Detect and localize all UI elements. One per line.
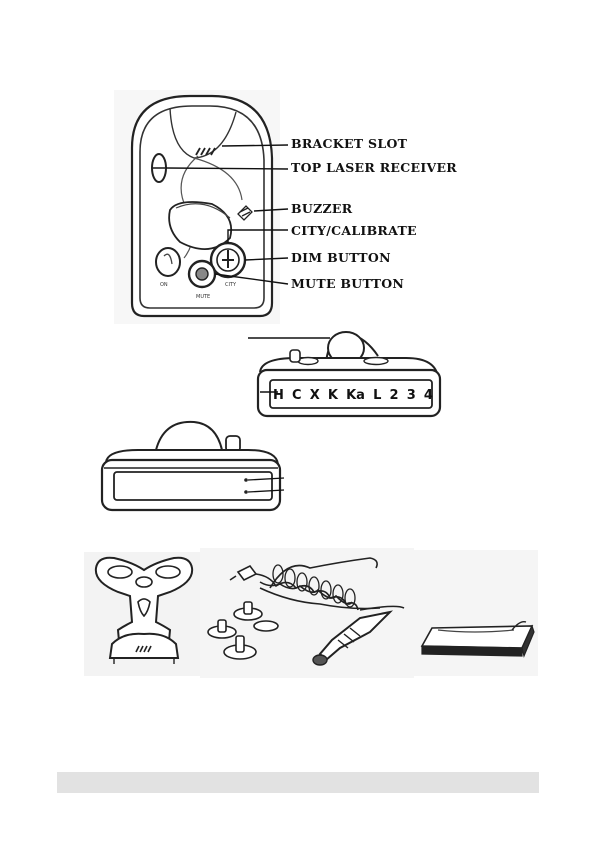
bracket-accessory-figure bbox=[84, 552, 204, 676]
label-dim-button: DIM BUTTON bbox=[291, 250, 391, 265]
band-indicator: X bbox=[309, 387, 320, 403]
power-cord-suction-cups-drawing bbox=[200, 548, 414, 678]
band-indicator: 4 bbox=[423, 387, 433, 403]
band-indicator: C bbox=[292, 387, 302, 403]
band-indicator: Ka bbox=[346, 387, 365, 403]
band-indicator: K bbox=[327, 387, 338, 403]
manual-accessory-figure bbox=[414, 550, 538, 676]
label-buzzer: BUZZER bbox=[291, 201, 353, 216]
front-view-figure: ON MUTE CITY bbox=[112, 88, 289, 326]
svg-text:CITY: CITY bbox=[225, 282, 237, 288]
band-indicator: 3 bbox=[406, 387, 416, 403]
band-indicator: 2 bbox=[389, 387, 399, 403]
label-top-laser-receiver: TOP LASER RECEIVER bbox=[291, 160, 457, 175]
profile-view-figure bbox=[98, 420, 288, 516]
band-indicator: H bbox=[273, 387, 284, 403]
windshield-bracket-drawing bbox=[84, 552, 204, 676]
band-indicator: L bbox=[373, 387, 382, 403]
cord-accessory-figure bbox=[200, 548, 414, 678]
label-bracket-slot: BRACKET SLOT bbox=[291, 136, 408, 151]
manual-booklet-drawing bbox=[414, 550, 538, 676]
profile-view-drawing bbox=[100, 420, 285, 512]
label-city-calibrate: CITY/CALIBRATE bbox=[291, 223, 417, 238]
footer-bar bbox=[57, 772, 539, 793]
rear-view-drawing bbox=[248, 331, 442, 418]
band-indicator-strip: H C X K Ka L 2 3 4 bbox=[273, 383, 433, 407]
rear-view-figure bbox=[246, 328, 446, 424]
svg-text:MUTE: MUTE bbox=[196, 294, 210, 300]
front-view-drawing: ON MUTE CITY bbox=[114, 90, 289, 324]
svg-text:ON: ON bbox=[160, 282, 168, 288]
label-mute-button: MUTE BUTTON bbox=[291, 276, 405, 291]
